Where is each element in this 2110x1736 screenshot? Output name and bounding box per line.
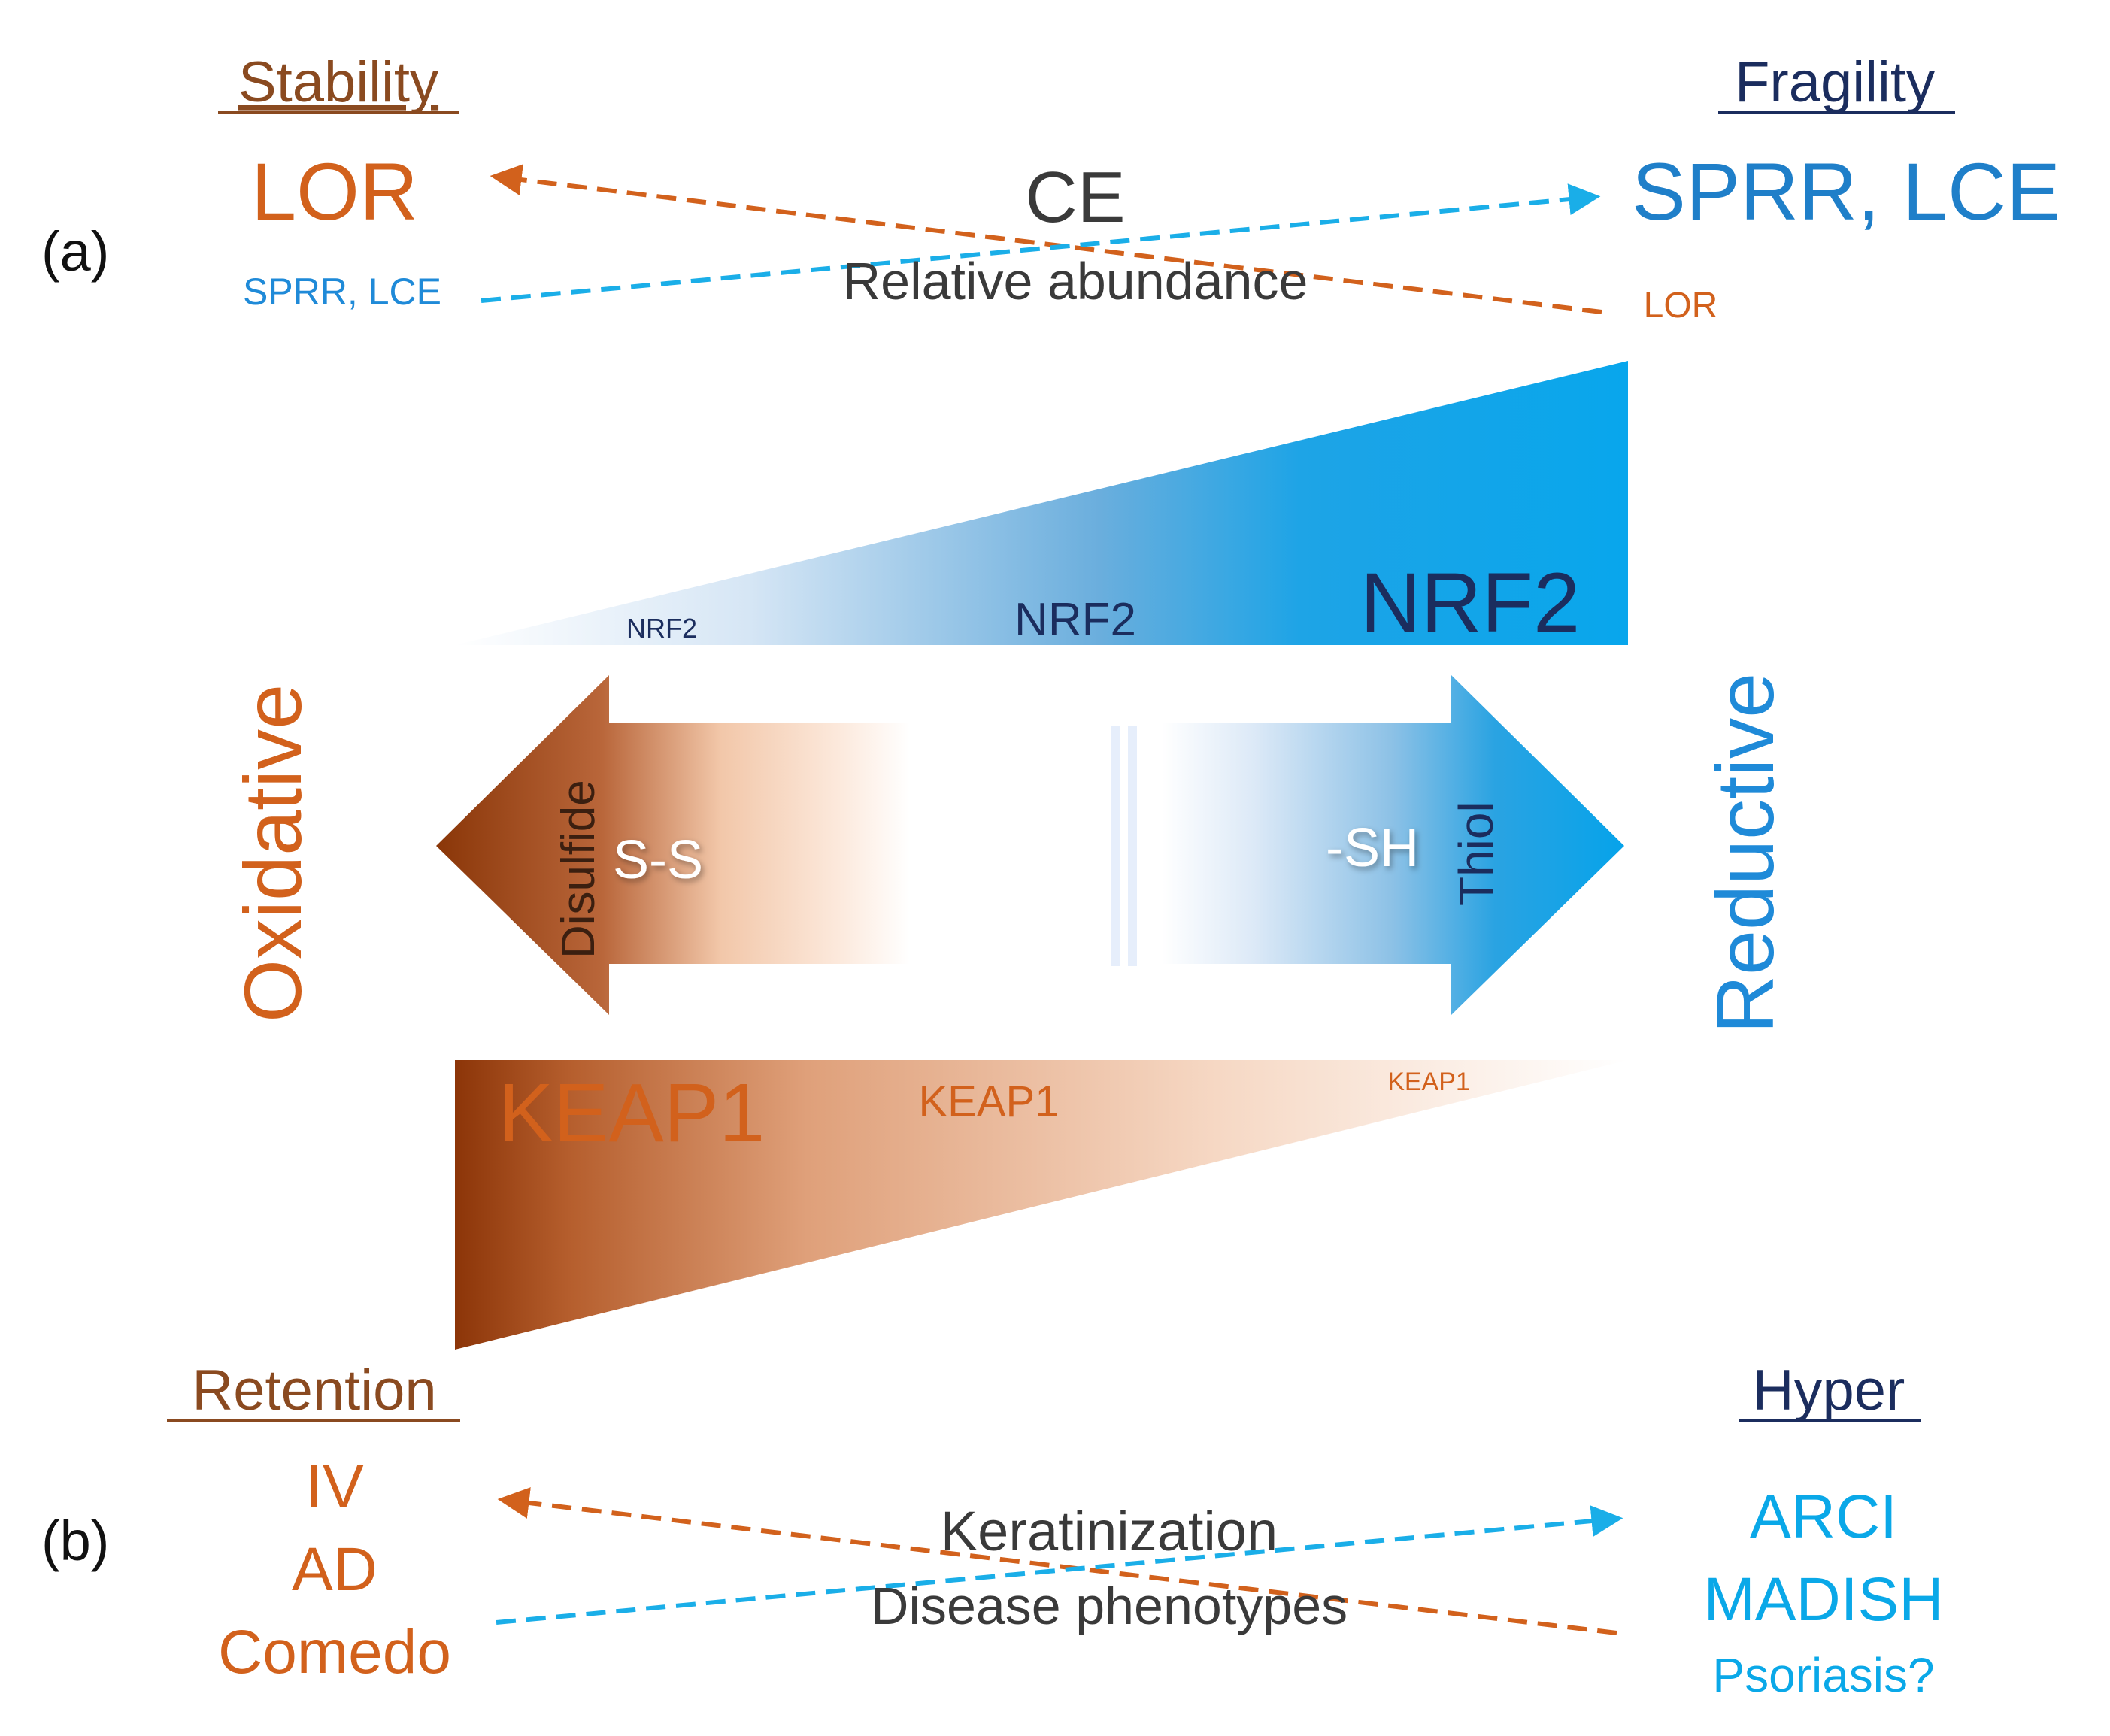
lor-major-label: LOR (251, 146, 418, 237)
lor-dashed-arrow (490, 164, 1602, 314)
panel-b-label: (b) (41, 1510, 109, 1572)
arrow-gap-stripe-1 (1111, 726, 1120, 966)
arrow-gap-stripe-2 (1128, 726, 1137, 966)
panel-a-label: (a) (41, 220, 109, 283)
retention-item-iv: IV (305, 1453, 364, 1521)
disease-phenotypes-label: Disease phenotypes (871, 1577, 1348, 1635)
sh-label: -SH (1326, 818, 1419, 878)
retention-heading: Retention (192, 1359, 436, 1422)
nrf2-label-small: NRF2 (626, 613, 697, 644)
lor-minor-label: LOR (1644, 286, 1718, 326)
thiol-label: Thiol (1449, 801, 1503, 906)
keap1-label-medium: KEAP1 (919, 1077, 1060, 1126)
hyper-dashed-arrow (496, 1505, 1623, 1625)
relative-abundance-label: Relative abundance (843, 252, 1308, 311)
nrf2-label-large: NRF2 (1360, 556, 1580, 650)
retention-item-ad: AD (292, 1535, 377, 1604)
keap1-label-large: KEAP1 (499, 1067, 765, 1159)
nrf2-label-medium: NRF2 (1014, 594, 1136, 646)
ce-title: CE (1025, 157, 1125, 238)
hyper-item-madish: MADISH (1704, 1565, 1944, 1634)
stability-heading: Stability (238, 50, 438, 114)
reductive-arrow (1162, 675, 1624, 1015)
s-s-label: S-S (613, 830, 703, 890)
oxidative-label: Oxidative (227, 684, 318, 1023)
keratinization-title: Keratinization (941, 1500, 1278, 1562)
fragility-heading: Fragility (1735, 50, 1935, 114)
sprr-lce-dashed-arrow (481, 183, 1601, 303)
sprr-lce-minor-label: SPRR, LCE (243, 271, 441, 313)
sprr-lce-major-label: SPRR, LCE (1632, 146, 2060, 237)
keap1-label-small: KEAP1 (1387, 1068, 1470, 1096)
hyper-item-psoriasis: Psoriasis? (1712, 1648, 1934, 1702)
keap1-gradient-wedge (455, 1060, 1628, 1350)
hyper-heading: Hyper (1753, 1359, 1905, 1422)
hyper-item-arci: ARCI (1750, 1483, 1897, 1551)
disulfide-label: Disulfide (553, 780, 605, 959)
nrf2-gradient-wedge (455, 361, 1628, 645)
retention-item-comedo: Comedo (218, 1618, 451, 1686)
retention-dashed-arrow (497, 1487, 1617, 1635)
oxidative-arrow (436, 675, 910, 1015)
reductive-label: Reductive (1699, 673, 1790, 1034)
